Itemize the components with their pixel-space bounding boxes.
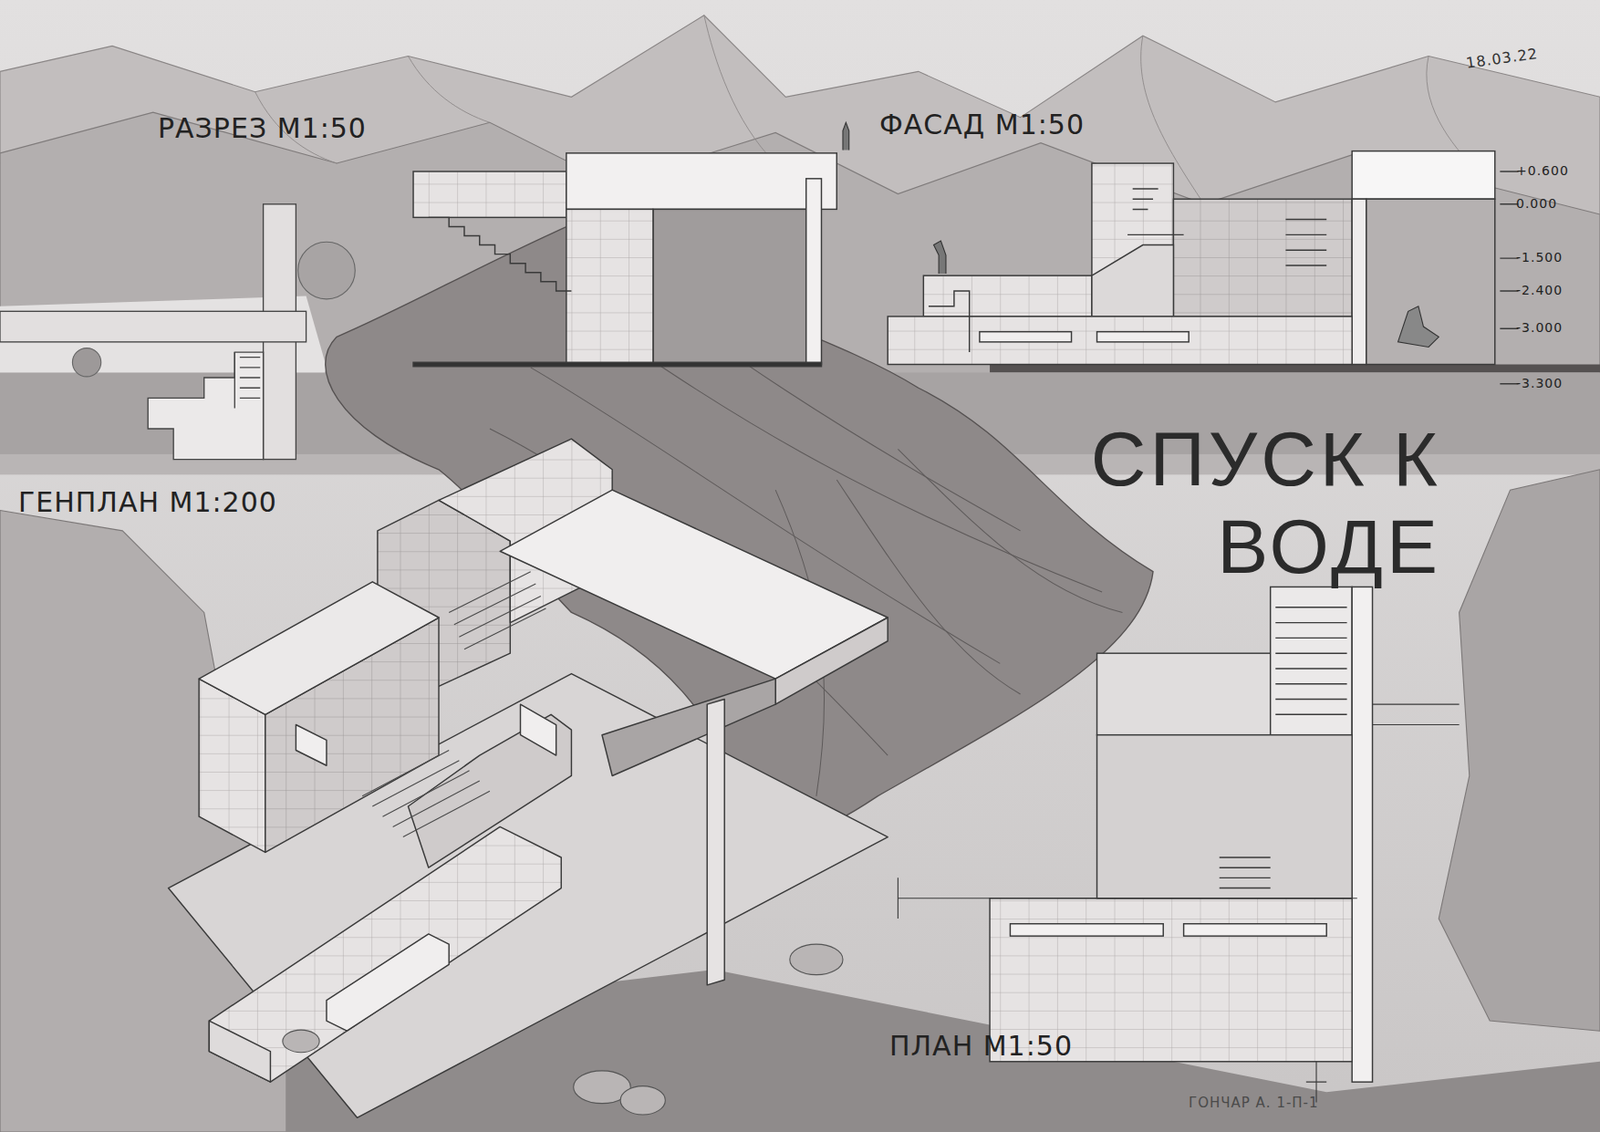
level-mark: -3.300 xyxy=(1516,375,1563,391)
drawing-label: РАЗРЕЗ М1:50 xyxy=(157,112,367,145)
level-mark: 0.000 xyxy=(1516,196,1558,211)
level-mark: +0.600 xyxy=(1516,163,1569,178)
level-mark: -2.400 xyxy=(1516,282,1563,298)
sheet-title: СПУСК К ВОДЕ xyxy=(1049,415,1442,591)
drawing-label: ГЕНПЛАН М1:200 xyxy=(18,486,278,519)
drawing-label: ФАСАД М1:50 xyxy=(879,108,1085,141)
date-note: 18.03.22 xyxy=(1464,44,1539,73)
author-signature: ГОНЧАР А. 1-П-1 xyxy=(1188,1094,1320,1112)
level-mark: -3.000 xyxy=(1516,320,1563,335)
level-mark: -1.500 xyxy=(1516,249,1563,265)
drawing-label: ПЛАН М1:50 xyxy=(889,1029,1073,1062)
